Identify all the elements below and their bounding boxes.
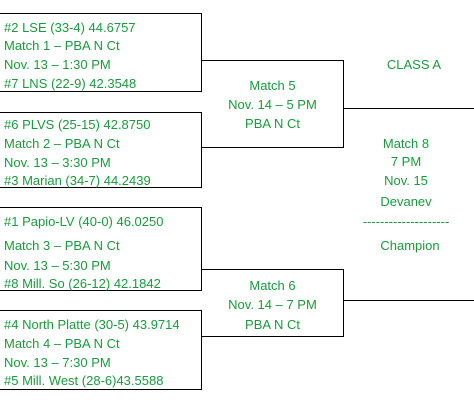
m2-seed-bottom: #3 Marian (34-7) 44.2439 xyxy=(4,173,151,188)
m6-label: Match 6 xyxy=(249,278,296,293)
m4-seed-bottom: #5 Mill. West (28-6)43.5588 xyxy=(4,373,164,388)
m5-time: Nov. 14 – 5 PM xyxy=(228,97,317,112)
m8-date: Nov. 15 xyxy=(384,173,428,188)
m3-seed-top: #1 Papio-LV (40-0) 46.0250 xyxy=(4,214,164,229)
m5-label: Match 5 xyxy=(249,78,296,93)
m3-top-line xyxy=(0,207,201,208)
m3-vertical-line xyxy=(201,207,202,291)
m3-time: Nov. 13 – 5:30 PM xyxy=(4,258,111,273)
m1-seed-top: #2 LSE (33-4) 44.6757 xyxy=(4,20,136,35)
m4-bottom-line xyxy=(0,389,201,390)
m3-bottom-line xyxy=(0,290,201,291)
champion-line xyxy=(344,300,474,301)
m5-vertical-line xyxy=(343,60,344,148)
class-line xyxy=(344,108,474,109)
m4-top-line xyxy=(0,310,201,311)
m6-top-line xyxy=(202,269,343,270)
m4-seed-top: #4 North Platte (30-5) 43.9714 xyxy=(4,317,180,332)
m6-time: Nov. 14 – 7 PM xyxy=(228,297,317,312)
m3-label: Match 3 – PBA N Ct xyxy=(4,238,120,253)
m4-vertical-line xyxy=(201,310,202,390)
m3-seed-bottom: #8 Mill. So (26-12) 42.1842 xyxy=(4,276,161,291)
m1-vertical-line xyxy=(201,13,202,92)
m8-venue: Devanev xyxy=(380,194,432,209)
m2-vertical-line xyxy=(201,112,202,188)
m2-label: Match 2 – PBA N Ct xyxy=(4,136,120,151)
m2-seed-top: #6 PLVS (25-15) 42.8750 xyxy=(4,117,151,132)
m6-bottom-line xyxy=(202,336,343,337)
m2-bottom-line xyxy=(0,187,201,188)
m4-label: Match 4 – PBA N Ct xyxy=(4,336,120,351)
m1-time: Nov. 13 – 1:30 PM xyxy=(4,57,111,72)
m1-label: Match 1 – PBA N Ct xyxy=(4,38,120,53)
m1-seed-bottom: #7 LNS (22-9) 42.3548 xyxy=(4,76,137,91)
class-label: CLASS A xyxy=(386,57,442,72)
m4-time: Nov. 13 – 7:30 PM xyxy=(4,355,111,370)
m1-top-line xyxy=(0,13,201,14)
m2-time: Nov. 13 – 3:30 PM xyxy=(4,155,111,170)
m5-venue: PBA N Ct xyxy=(245,116,300,131)
m5-top-line xyxy=(202,60,343,61)
m8-label: Match 8 xyxy=(382,136,430,151)
m6-vertical-line xyxy=(343,269,344,337)
m6-venue: PBA N Ct xyxy=(245,317,300,332)
m8-time: 7 PM xyxy=(390,154,422,169)
m5-bottom-line xyxy=(202,147,343,148)
m8-result: Champion xyxy=(380,238,440,253)
m2-top-line xyxy=(0,112,201,113)
m1-bottom-line xyxy=(0,91,201,92)
m8-divider: -------------------- xyxy=(362,214,450,229)
